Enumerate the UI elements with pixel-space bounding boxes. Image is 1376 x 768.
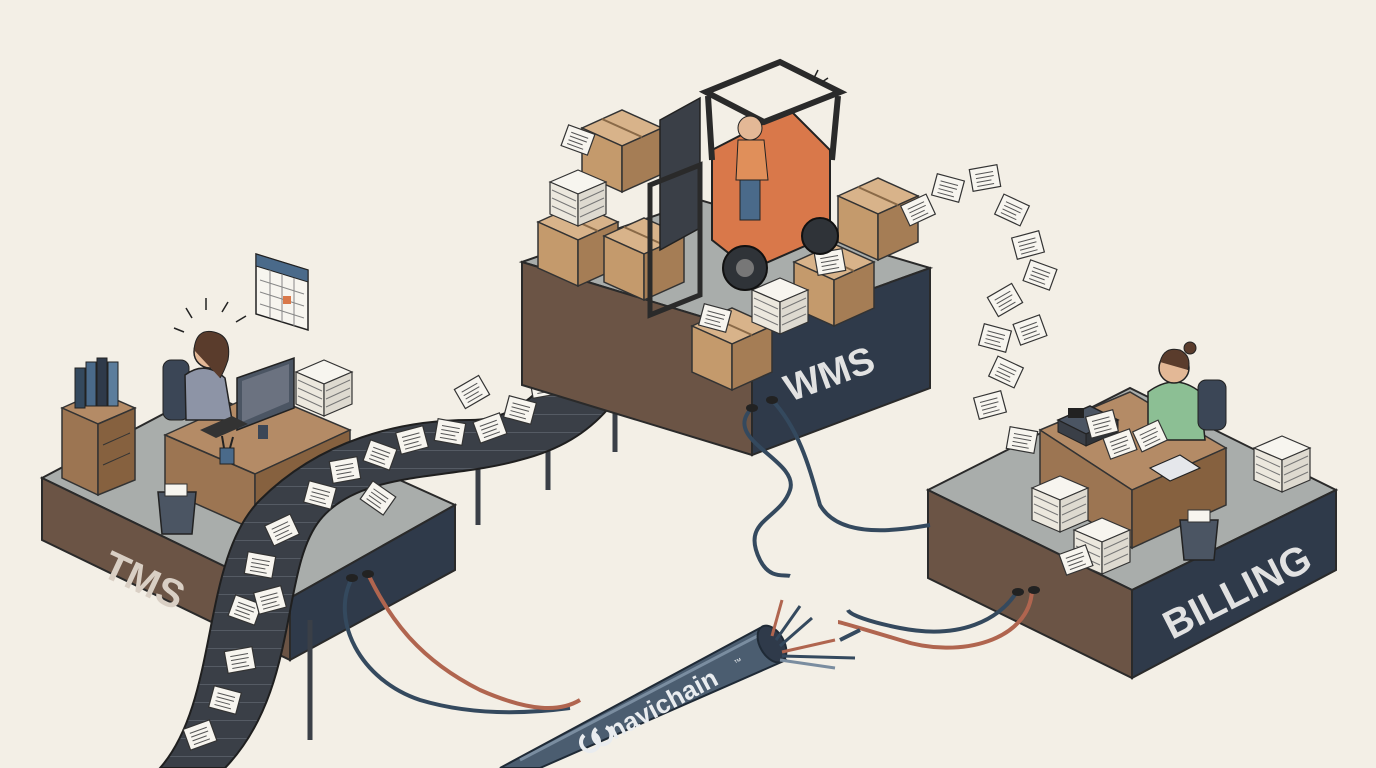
filing-cabinet [60, 391, 137, 497]
navichain-logo-icon [579, 724, 614, 753]
billing-worker [1147, 341, 1227, 441]
binders-icon [74, 357, 119, 409]
tms-worker [162, 330, 233, 421]
navichain-cable: navichain ™ [499, 599, 856, 768]
billing-office [1031, 341, 1311, 575]
disconnected-wires [342, 398, 1034, 715]
trash-bin-icon [157, 483, 197, 535]
navichain-trademark: ™ [733, 656, 744, 668]
frayed-cable-ends [770, 599, 856, 670]
stress-marks-icon [173, 298, 247, 333]
pen-holder [219, 435, 235, 465]
computer-monitor [200, 356, 295, 439]
billing-trash-bin [1179, 509, 1219, 561]
calendar-icon [255, 252, 309, 332]
forklift [647, 58, 848, 319]
calculator-icon [1148, 454, 1202, 482]
wire-ports [346, 396, 1040, 596]
